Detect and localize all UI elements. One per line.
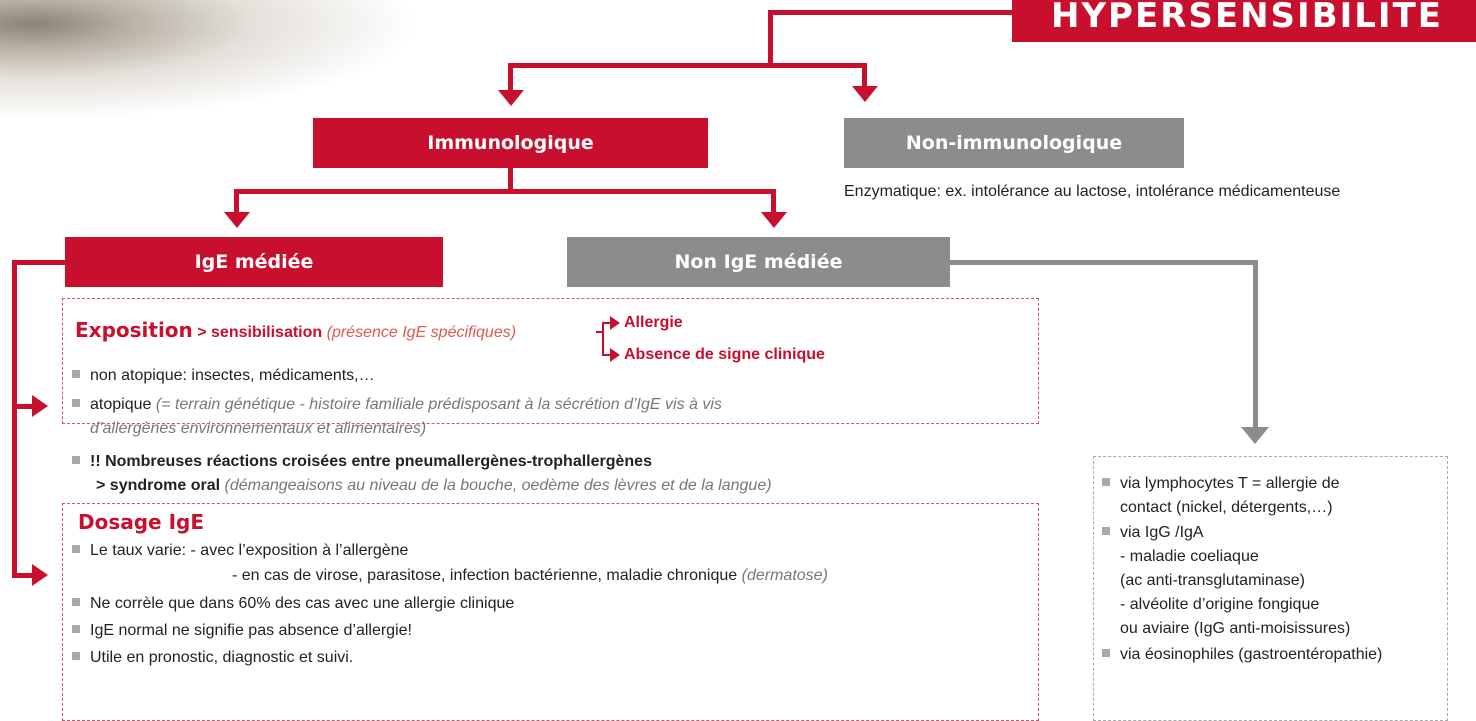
list-item-text: via IgG /IgA: [1120, 524, 1204, 541]
list-item-continued: (ac anti-transglutaminase): [1120, 572, 1305, 589]
title: HYPERSENSIBILITÉ: [1050, 0, 1443, 36]
bullet-icon: [72, 652, 80, 660]
list-item: !! Nombreuses réactions croisées entre p…: [72, 452, 652, 472]
node-label: Immunologique: [427, 132, 594, 154]
connector: [596, 331, 604, 333]
list-item-text: via lymphocytes T = allergie de: [1120, 475, 1340, 492]
list-item: via IgG /IgA: [1102, 523, 1204, 543]
list-item-text: non atopique: insectes, médicaments,…: [90, 367, 375, 384]
bullet-icon: [1102, 527, 1110, 535]
list-item-text: IgE normal ne signifie pas absence d’all…: [90, 622, 412, 639]
connector: [771, 189, 776, 215]
connector: [234, 189, 239, 215]
bullet-icon: [72, 456, 80, 464]
connector: [602, 322, 604, 356]
arrow-right-icon: [32, 395, 48, 417]
bullet-icon: [72, 625, 80, 633]
decorative-artwork: [0, 0, 420, 120]
connector: [508, 168, 513, 192]
exposition-heading-line: Exposition > sensibilisation (présence I…: [75, 320, 516, 343]
list-item-text: - avec l’exposition à l’allergène: [190, 542, 409, 559]
non-immuno-note: Enzymatique: ex. intolérance au lactose,…: [844, 183, 1341, 200]
list-subitem: > syndrome oral (démangeaisons au niveau…: [96, 476, 772, 496]
node-non-immunologique: Non-immunologique: [844, 118, 1184, 168]
list-item-text: - en cas de virose, parasitose, infectio…: [232, 567, 738, 584]
outcome-absence: Absence de signe clinique: [624, 346, 825, 363]
list-item: Ne corrèle que dans 60% des cas avec une…: [72, 594, 514, 614]
list-item-note: (= terrain génétique - histoire familial…: [155, 396, 722, 413]
connector: [862, 63, 867, 87]
list-item-text: !! Nombreuses réactions croisées entre p…: [90, 453, 652, 470]
sensibilisation-text: > sensibilisation: [197, 324, 323, 341]
outcome-allergie: Allergie: [624, 314, 683, 331]
connector: [602, 354, 612, 356]
node-immunologique: Immunologique: [313, 118, 708, 168]
list-item-continued: - en cas de virose, parasitose, infectio…: [232, 566, 828, 586]
list-item-continued: ou aviaire (IgG anti-moisissures): [1120, 620, 1351, 637]
connector: [12, 260, 17, 578]
node-non-ige-mediee: Non IgE médiée: [567, 237, 950, 287]
list-item-continued: - alvéolite d’origine fongique: [1120, 596, 1320, 613]
arrow-down-icon: [1241, 427, 1269, 444]
list-item: non atopique: insectes, médicaments,…: [72, 366, 375, 386]
list-item-note: (démangeaisons au niveau de la bouche, o…: [224, 477, 772, 494]
exposition-note: (présence IgE spécifiques): [326, 324, 517, 341]
bullet-icon: [72, 545, 80, 553]
list-item-text: Ne corrèle que dans 60% des cas avec une…: [90, 595, 515, 612]
bullet-icon: [1102, 478, 1110, 486]
connector: [508, 63, 513, 93]
list-item: IgE normal ne signifie pas absence d’all…: [72, 621, 412, 641]
arrow-right-icon: [610, 348, 620, 362]
list-item: atopique (= terrain génétique - histoire…: [72, 395, 722, 415]
list-item: via éosinophiles (gastroentéropathie): [1102, 645, 1382, 665]
connector: [12, 404, 34, 409]
list-item-continued: contact (nickel, détergents,…): [1120, 499, 1333, 516]
bullet-icon: [72, 598, 80, 606]
arrow-down-icon: [224, 212, 250, 228]
connector: [12, 260, 67, 265]
arrow-right-icon: [32, 564, 48, 586]
list-item-note-continued: d’allergènes environnementaux et aliment…: [90, 420, 427, 437]
connector: [12, 573, 34, 578]
connector: [234, 189, 776, 194]
arrow-down-icon: [761, 212, 787, 228]
dosage-heading: Dosage IgE: [78, 510, 205, 534]
connector: [768, 10, 1012, 15]
connector: [1253, 260, 1258, 430]
list-item-text: Utile en pronostic, diagnostic et suivi.: [90, 649, 354, 666]
connector: [768, 10, 773, 66]
list-item-text: atopique: [90, 396, 152, 413]
connector: [950, 260, 1258, 265]
arrow-right-icon: [610, 316, 620, 330]
node-label: Non IgE médiée: [674, 251, 843, 273]
exposition-heading: Exposition: [75, 318, 193, 342]
arrow-down-icon: [498, 90, 524, 106]
list-item-text: > syndrome oral: [96, 477, 221, 494]
bullet-icon: [1102, 649, 1110, 657]
exposition-panel: [62, 298, 1039, 424]
list-item-note: (dermatose): [741, 567, 828, 584]
list-item: via lymphocytes T = allergie de: [1102, 474, 1340, 494]
node-label: IgE médiée: [194, 251, 314, 273]
bullet-icon: [72, 370, 80, 378]
list-item-continued: - maladie coeliaque: [1120, 548, 1259, 565]
connector: [508, 63, 866, 68]
arrow-down-icon: [852, 86, 878, 102]
node-ige-mediee: IgE médiée: [65, 237, 443, 287]
connector: [602, 322, 612, 324]
list-item: Utile en pronostic, diagnostic et suivi.: [72, 648, 353, 668]
bullet-icon: [72, 399, 80, 407]
node-label: Non-immunologique: [905, 132, 1123, 154]
title-box: HYPERSENSIBILITÉ: [1012, 0, 1476, 42]
list-item: Le taux varie: - avec l’exposition à l’a…: [72, 541, 408, 561]
list-item-text: Le taux varie:: [90, 542, 187, 559]
list-item-text: via éosinophiles (gastroentéropathie): [1120, 646, 1383, 663]
